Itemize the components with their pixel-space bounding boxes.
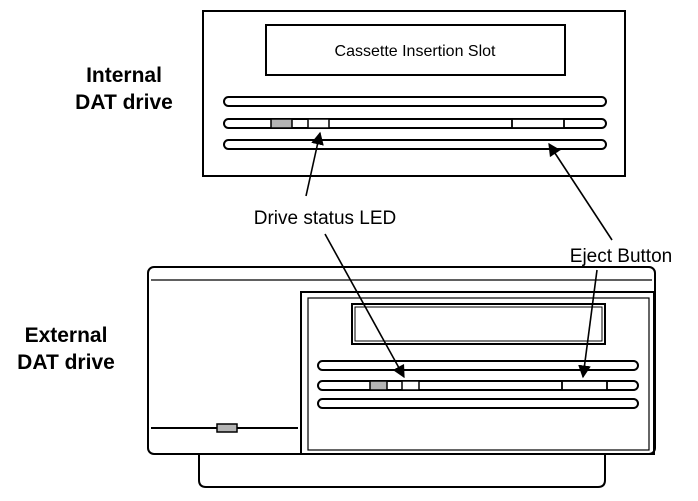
internal-cassette-slot (265, 24, 566, 76)
internal-led-indicator (270, 118, 293, 129)
led-arrow-external (324, 233, 405, 379)
external-front-panel (300, 291, 655, 455)
eject-arrow-external (578, 269, 598, 379)
internal-rail-3 (223, 139, 607, 150)
internal-drive-status-led (307, 118, 330, 129)
external-drive-base (198, 454, 606, 488)
external-rail-2 (317, 380, 639, 391)
internal-drive-body (202, 10, 626, 177)
external-rail-3 (317, 398, 639, 409)
external-front-panel-inner (307, 297, 650, 451)
external-led-indicator (369, 380, 388, 391)
internal-rail-2 (223, 118, 607, 129)
internal-drive (202, 10, 626, 177)
external-eject-button (561, 380, 608, 391)
eject-arrow-internal (548, 142, 613, 241)
drive-status-led-callout: Drive status LED (254, 208, 397, 229)
internal-rail-1 (223, 96, 607, 107)
eject-button-callout: Eject Button (570, 246, 672, 267)
external-drive-status-led (401, 380, 420, 391)
external-cassette-slot-inner (354, 306, 603, 342)
led-arrow-internal (305, 131, 324, 197)
internal-drive-label-line1: Internal (86, 64, 162, 87)
callout-arrows (305, 131, 613, 379)
external-cassette-slot (351, 303, 606, 345)
external-drive-label-line1: External (25, 324, 108, 347)
external-drive-label-line2: DAT drive (17, 351, 115, 374)
external-drive (147, 266, 656, 488)
internal-eject-button (511, 118, 565, 129)
cassette-slot-label: Cassette Insertion Slot (335, 43, 497, 60)
external-rail-1 (317, 360, 639, 371)
external-power-indicator (216, 423, 238, 433)
internal-drive-label-line2: DAT drive (75, 91, 173, 114)
